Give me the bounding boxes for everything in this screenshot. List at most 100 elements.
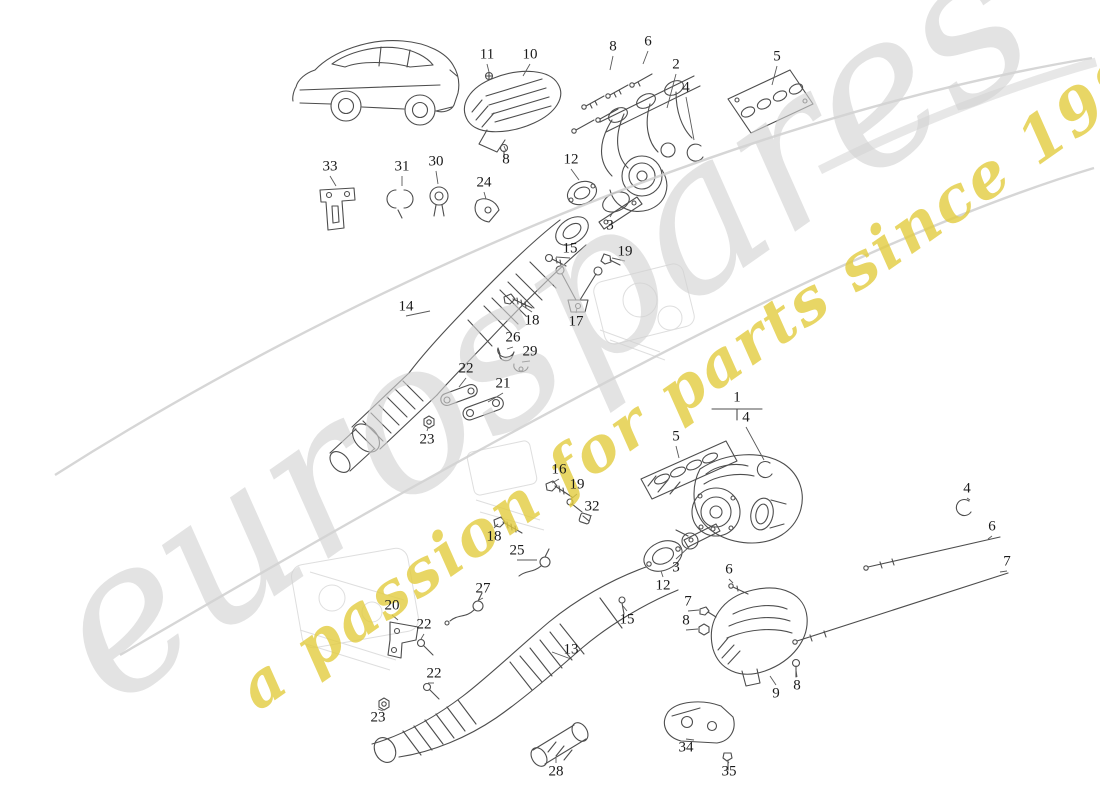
part-screw-22c [422,682,440,700]
part-callout-17: 17 [568,313,584,330]
part-bracket-17 [555,265,603,313]
part-exhaust-manifold-lower [675,454,803,550]
callout-leader-lines [329,50,1008,764]
part-callout-3: 3 [606,217,614,234]
part-clamp-29 [513,363,529,373]
part-callout-12: 12 [655,577,671,594]
part-stud-7-long [792,572,1009,645]
part-callout-2: 2 [672,56,680,73]
part-callout-8: 8 [502,151,510,168]
part-nut-23-upper [423,415,435,429]
part-bolt-15-lower [618,596,626,615]
part-gasket-5-lower [640,440,738,500]
part-stud-6-long [863,536,1001,571]
part-callout-23: 23 [419,431,435,448]
part-callout-32: 32 [584,498,600,515]
part-bracket-34 [663,701,735,744]
part-bracket-21 [462,396,504,421]
part-studs-top [571,73,653,134]
part-callout-8: 8 [793,677,801,694]
part-catalytic-converter-13 [371,566,679,763]
part-exhaust-manifold-upper [599,75,701,213]
part-callout-30: 30 [428,153,444,170]
part-callout-19: 19 [569,476,585,493]
part-callout-28: 28 [548,763,564,780]
part-oxygen-sensor-27 [444,592,484,626]
part-callout-33: 33 [322,158,338,175]
part-callout-34: 34 [678,739,694,756]
part-bracket-33 [319,187,356,231]
part-bolt-8b [499,143,509,159]
part-callout-7: 7 [684,593,692,610]
part-callout-1: 1 [733,389,741,406]
part-callout-5: 5 [773,48,781,65]
part-callout-14: 14 [398,298,414,315]
part-callout-11: 11 [479,46,495,63]
part-screw-16 [545,480,573,498]
part-screw-22b [416,638,434,656]
part-screw-18-upper [503,293,533,309]
part-stud-6c [728,583,749,595]
part-gasket-3-upper [598,196,643,230]
part-callout-6: 6 [644,33,652,50]
part-callout-6: 6 [988,518,996,535]
part-bracket-24 [474,198,500,223]
part-callout-13: 13 [563,641,579,658]
part-callout-21: 21 [495,375,511,392]
watermark-swoosh-upper [54,56,1093,477]
part-gasket-12-upper [566,180,598,206]
watermark-swoosh-lower [119,166,1095,657]
part-screw-18-lower [493,516,523,534]
part-callout-23: 23 [370,709,386,726]
part-oxygen-sensor-25 [518,548,551,577]
part-bolt-7b [699,606,717,618]
part-clamp-30 [429,186,449,217]
part-callout-15: 15 [562,240,578,257]
part-callout-5: 5 [672,428,680,445]
part-callout-31: 31 [394,158,410,175]
part-callout-3: 3 [672,559,680,576]
ghost-engine-shapes [291,263,695,671]
part-callout-22: 22 [426,665,442,682]
part-callout-12: 12 [563,151,579,168]
part-callout-19: 19 [617,243,633,260]
part-callout-16: 16 [551,461,567,478]
vehicle-thumbnail [292,40,460,126]
watermark-brand: eurospares [4,0,1073,750]
part-flange-12-lower [643,540,683,572]
part-callout-26: 26 [505,329,521,346]
part-callout-15: 15 [619,611,635,628]
part-callout-10: 10 [522,46,538,63]
parts-lineart [292,40,1009,771]
watermark: eurospares a passion for parts since 198… [4,0,1100,750]
part-screw-8d [791,658,801,678]
part-callout-22: 22 [458,360,474,377]
part-bracket-22-upper [440,384,478,406]
part-gasket-3-lower [683,523,721,548]
callout-1-bracket [711,408,763,421]
part-callout-9: 9 [772,685,780,702]
part-bolt-15-upper [544,253,567,267]
part-nut-23-lower [378,697,390,711]
part-callout-6: 6 [725,561,733,578]
watermark-swoosh-corner [817,57,1098,175]
part-sleeve-28 [530,722,589,767]
part-callout-35: 35 [721,763,737,780]
part-heat-shield-upper [463,70,562,153]
part-bolt-19-upper [600,253,621,266]
part-bolt-11 [484,71,494,81]
part-callout-22: 22 [416,616,432,633]
part-screw-35 [722,752,733,771]
part-callout-29: 29 [522,343,538,360]
part-heat-shield-lower [710,587,808,687]
part-callout-18: 18 [524,312,540,329]
part-catalytic-converter-14 [329,216,589,473]
part-callout-27: 27 [475,580,491,597]
part-bracket-20 [387,621,419,659]
part-gasket-5-upper [727,69,814,134]
part-snap-ring-4c [955,498,972,516]
part-clamp-26 [497,347,515,362]
part-callout-4: 4 [742,409,750,426]
